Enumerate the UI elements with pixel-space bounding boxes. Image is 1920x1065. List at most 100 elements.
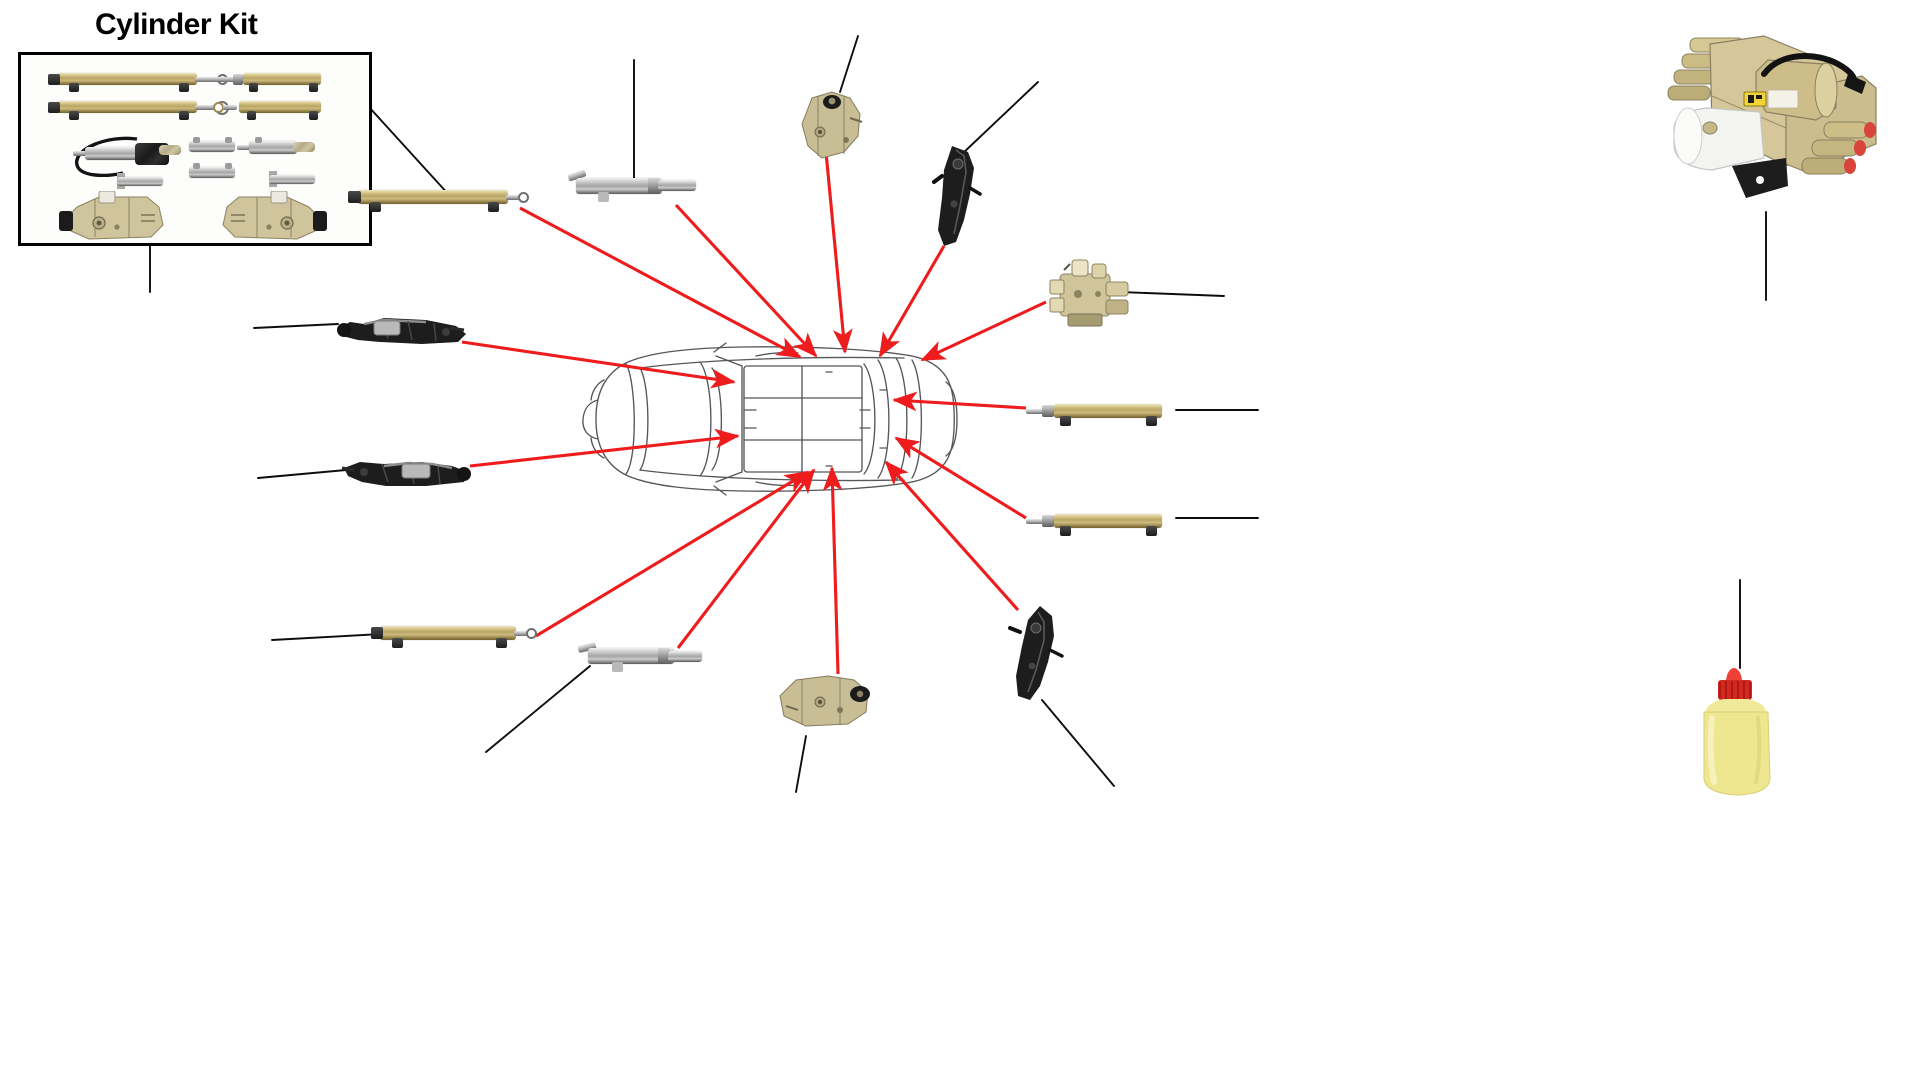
- cylinder-tube: [588, 648, 674, 664]
- cylinder-clevis: [598, 192, 609, 202]
- cylinder-tube: [1054, 404, 1162, 418]
- cylinder-eyelet: [526, 628, 537, 639]
- cylinder-rod: [223, 105, 237, 110]
- cylinder-rod: [195, 105, 217, 110]
- latch-bottom-shape: [779, 675, 870, 727]
- leader-cyl-bottom-left: [271, 633, 383, 641]
- cylinder-tube: [57, 73, 197, 85]
- arrow-latch-top-center: [824, 151, 853, 354]
- arrow-latch-lower-right: [884, 460, 1020, 612]
- leader-cyl-upper-left: [357, 94, 451, 197]
- cylinder-tube: [189, 167, 235, 178]
- arrow-latch-mid-left-lower: [469, 428, 740, 468]
- cylinder-tube: [117, 177, 163, 186]
- door-latch-lower-right-shape: [1008, 606, 1064, 700]
- cylinder-rod: [1026, 519, 1046, 524]
- kit-cross-fitting-body: [117, 177, 163, 186]
- cylinder-clevis: [225, 137, 232, 143]
- cylinder-clevis: [309, 83, 318, 92]
- part-top-latch-assembly-bottom-center: [768, 670, 878, 734]
- cylinder-clevis: [249, 83, 258, 92]
- cylinder-rod: [73, 151, 89, 156]
- cylinder-clevis: [69, 83, 79, 92]
- cylinder-clevis: [1060, 416, 1071, 426]
- part-short-cylinder-bottom-center: [577, 641, 702, 672]
- cylinder-clevis: [612, 662, 623, 672]
- kit-small-cylinder-center-upper: [189, 137, 235, 152]
- cylinder-rod: [237, 145, 251, 150]
- cylinder-clevis: [255, 137, 262, 143]
- cylinder-clevis: [348, 191, 361, 203]
- cylinder-tube: [358, 190, 508, 204]
- cylinder-clevis: [371, 627, 383, 639]
- cylinder-collar: [648, 178, 660, 194]
- cylinder-clevis: [48, 74, 60, 85]
- latch-mid-left-lower-shape: [341, 461, 471, 486]
- cylinder-brass-extension: [668, 651, 702, 662]
- leader-latch-lower-right: [1041, 699, 1115, 787]
- bottle-body: [1703, 711, 1771, 796]
- kit-latch-assembly-left: [55, 190, 179, 245]
- leader-lines-group: [149, 35, 1767, 793]
- cylinder-rod: [215, 77, 235, 82]
- bottle-nozzle: [1726, 668, 1742, 682]
- part-hydraulic-pump-valve-assembly: [1656, 16, 1906, 216]
- part-long-cylinder-bottom-left: [371, 626, 537, 648]
- part-hydraulic-valve-block-right: [1042, 258, 1138, 334]
- cylinder-collar: [1042, 405, 1054, 417]
- cylinder-tube: [1054, 514, 1162, 528]
- arrow-cyl-bottom-left: [535, 470, 810, 638]
- pump-warning-label: [1743, 91, 1767, 107]
- cylinder-kit-box: [18, 52, 372, 246]
- cylinder-clevis: [179, 111, 189, 120]
- kit-long-cylinder-lower-left: [48, 101, 229, 120]
- bottle-cap: [1718, 680, 1752, 700]
- kit-right-fitting-tip: [293, 142, 315, 152]
- cylinder-rod: [1026, 409, 1046, 414]
- car-outline-group: [582, 342, 958, 496]
- leader-valve-right: [1119, 291, 1225, 297]
- cylinder-clevis: [193, 137, 200, 143]
- part-long-cylinder-right-lower: [1026, 514, 1162, 536]
- leader-latch-bottom-center: [795, 735, 807, 793]
- arrow-latch-bottom-center: [822, 466, 843, 675]
- door-latch-upper-right-shape: [932, 146, 982, 246]
- arrow-valve-right: [920, 300, 1047, 362]
- arrow-latch-upper-right: [878, 245, 946, 358]
- leader-latch-mid-left-lower: [257, 469, 347, 479]
- pump-assembly-shape: [1667, 35, 1877, 198]
- cylinder-clevis: [48, 102, 60, 113]
- cylinder-clevis: [225, 163, 232, 169]
- cylinder-collar: [658, 648, 670, 664]
- arrow-latch-mid-left-upper: [461, 340, 736, 389]
- cylinder-tube: [269, 175, 315, 184]
- latch-center-shape: [801, 91, 863, 159]
- cylinder-tube: [249, 141, 297, 154]
- cylinder-clevis: [309, 111, 318, 120]
- cylinder-clevis: [1146, 526, 1157, 536]
- cylinder-tube: [380, 626, 516, 640]
- cylinder-kit-title: Cylinder Kit: [95, 8, 258, 41]
- part-door-latch-lower-right: [1006, 602, 1066, 708]
- cylinder-clevis: [193, 163, 200, 169]
- leader-latch-mid-left-upper: [253, 323, 339, 329]
- kit-short-cylinder-upper-right: [215, 73, 321, 92]
- part-door-latch-mid-left-upper: [330, 308, 470, 352]
- cylinder-clevis: [179, 83, 189, 92]
- cylinder-rod: [506, 195, 520, 200]
- part-long-cylinder-right-upper: [1026, 404, 1162, 426]
- part-door-latch-upper-right: [930, 142, 986, 254]
- leader-latch-top-center: [839, 35, 859, 93]
- kit-long-cylinder-upper-left: [48, 73, 228, 92]
- latch-right-shape: [222, 190, 327, 240]
- cylinder-collar: [233, 74, 243, 85]
- cylinder-tube: [576, 178, 662, 194]
- arrow-cyl-right-lower: [894, 436, 1027, 520]
- arrow-cyl-bottom-center: [676, 468, 816, 649]
- valve-block-shape: [1049, 259, 1129, 327]
- cylinder-rod: [514, 631, 528, 636]
- bottle-shoulder: [1706, 699, 1766, 712]
- cylinder-clevis: [247, 111, 256, 120]
- fluid-bottle-shape: [1703, 668, 1771, 796]
